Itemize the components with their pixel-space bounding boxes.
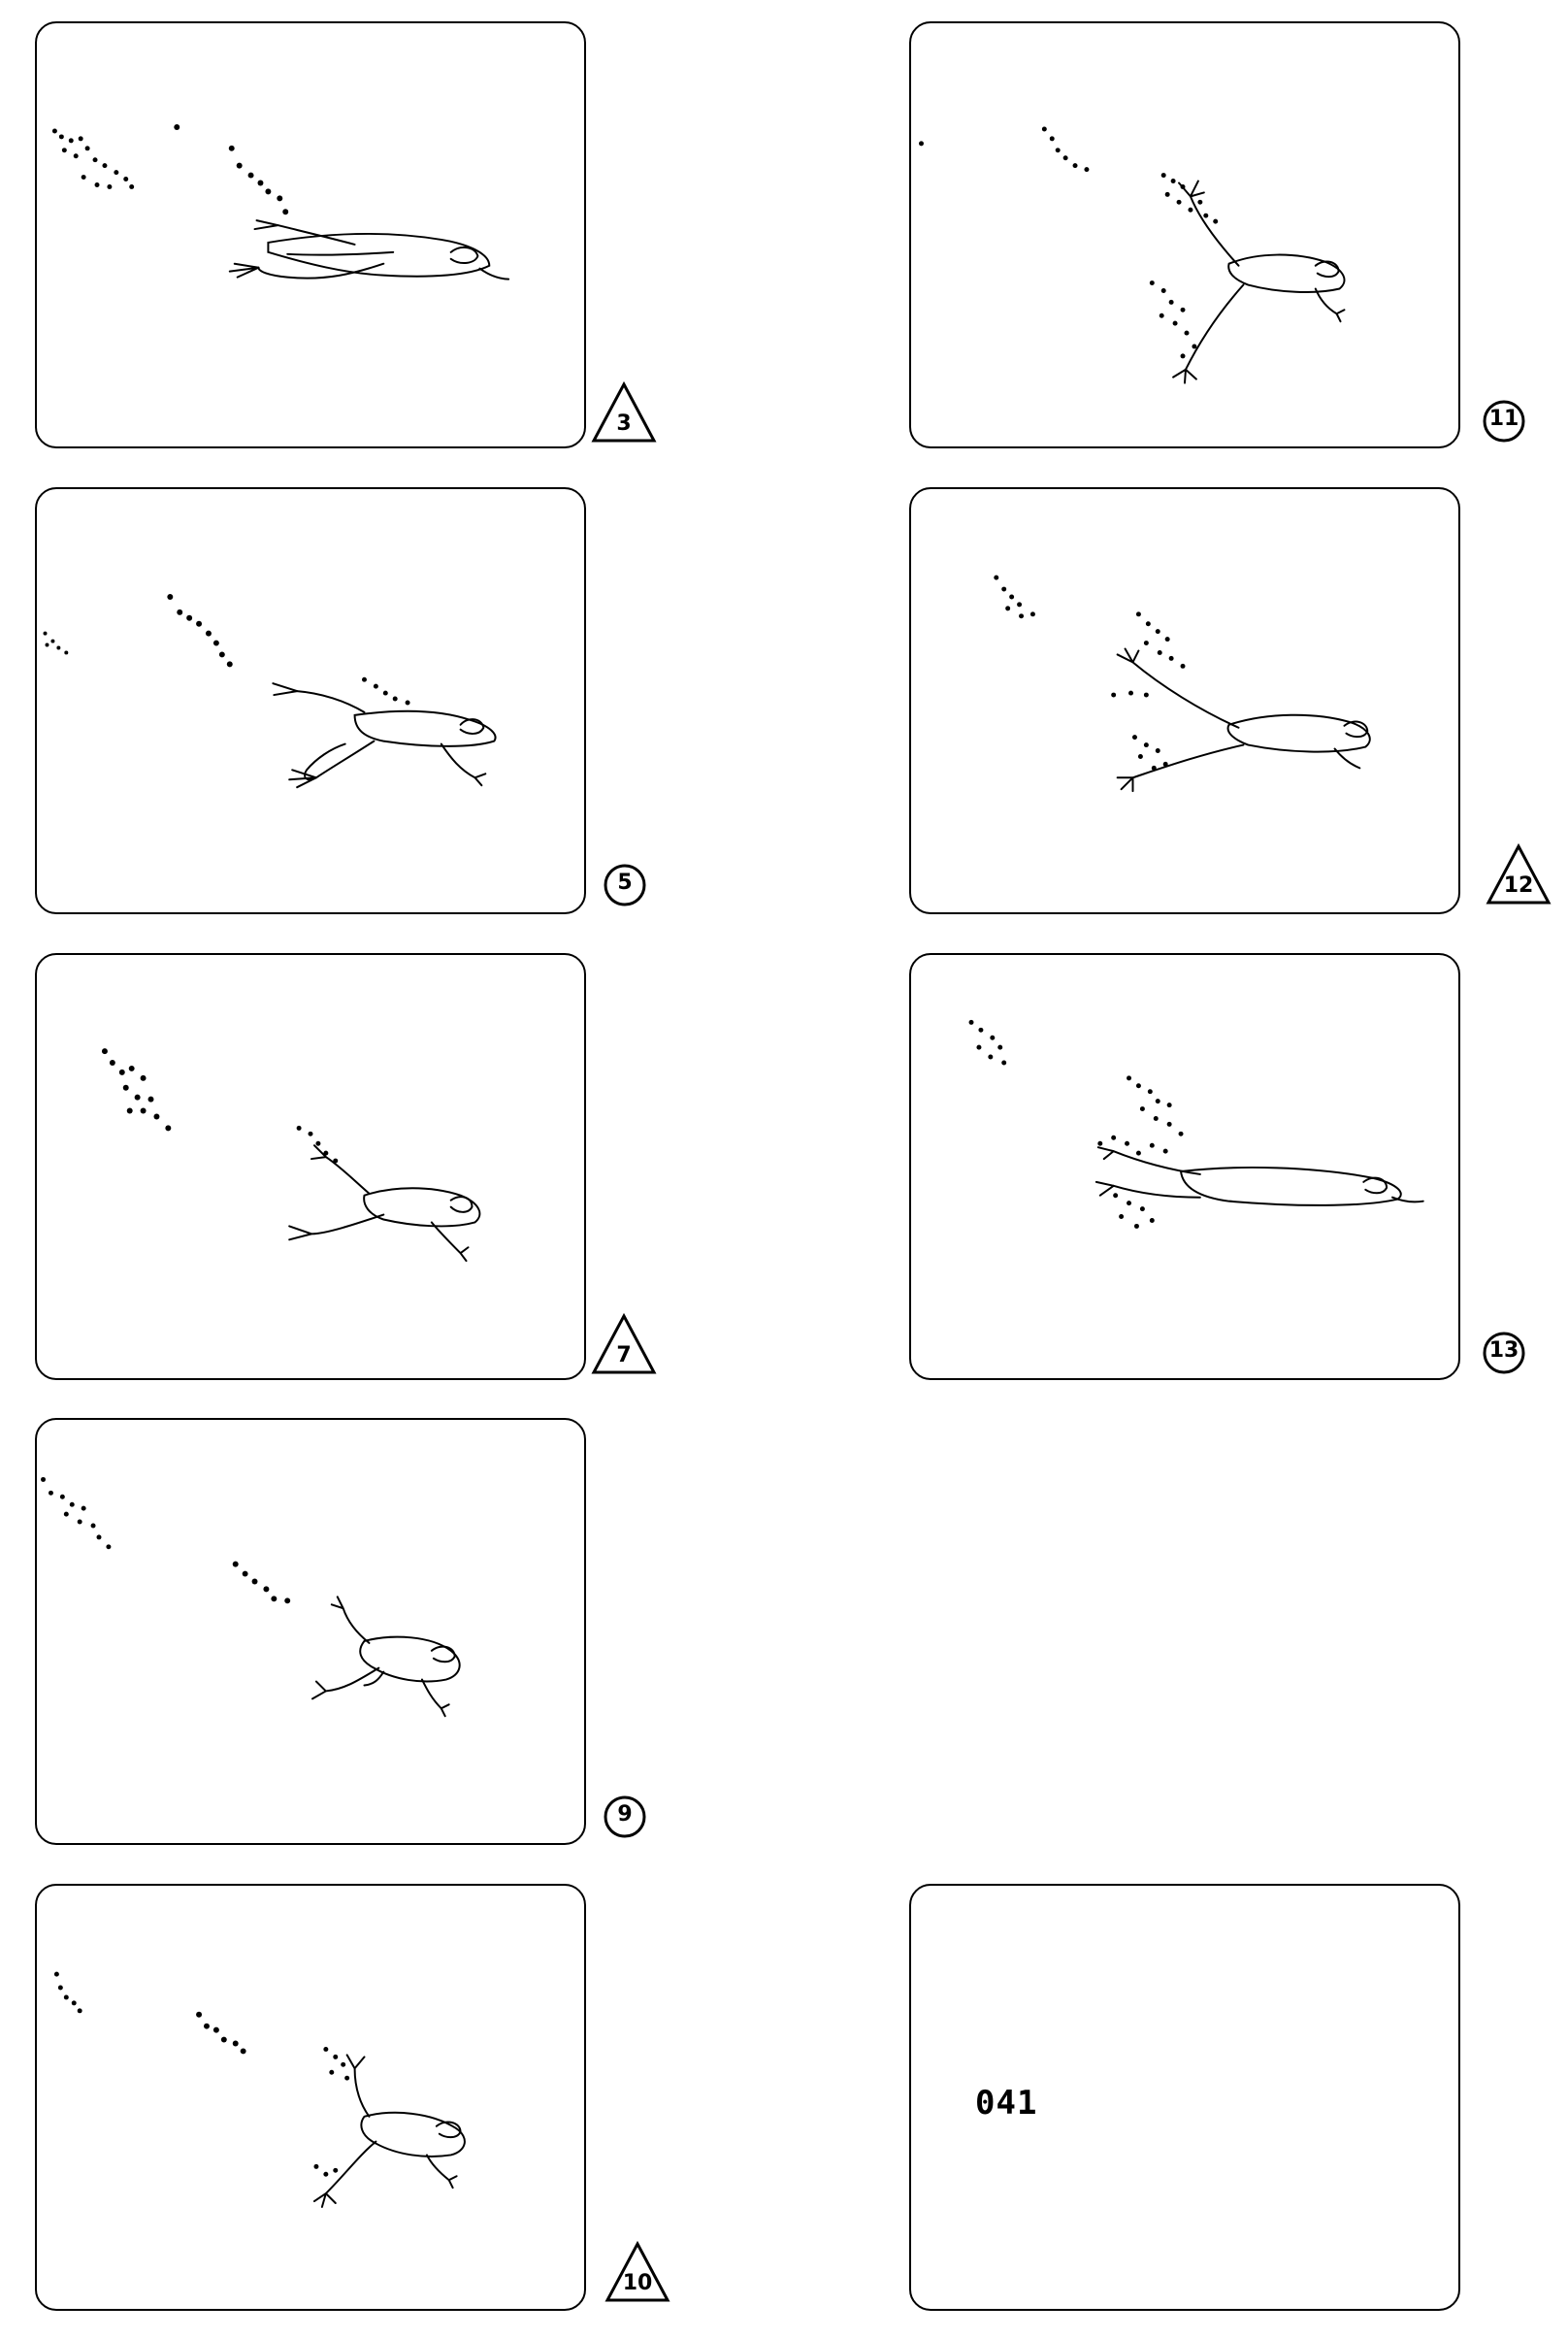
frame-3-number: 3 — [616, 412, 632, 436]
slate-number: 041 — [975, 2084, 1038, 2123]
frame-9-marker: 9 — [602, 1794, 648, 1840]
circle-marker-icon — [604, 864, 646, 906]
frame-11 — [909, 21, 1460, 448]
frame-3 — [35, 21, 586, 448]
frame-7 — [35, 953, 586, 1380]
frog-drawing — [51, 124, 510, 280]
triangle-marker-icon — [604, 2240, 670, 2302]
frame-10 — [35, 1884, 586, 2311]
slate-frame: 041 — [909, 1884, 1460, 2311]
frame-9 — [35, 1418, 586, 1845]
frog-drawing — [101, 1048, 481, 1263]
triangle-marker-icon — [591, 380, 657, 443]
frame-5-number: 5 — [617, 871, 633, 895]
frame-12 — [909, 487, 1460, 914]
frame-9-number: 9 — [617, 1802, 633, 1827]
frame-13-marker: 13 — [1481, 1330, 1527, 1376]
frog-drawing — [43, 594, 497, 789]
frog-drawing — [994, 575, 1371, 793]
frame-12-number: 12 — [1503, 873, 1534, 898]
frog-drawing — [919, 126, 1346, 384]
circle-marker-icon — [1483, 1332, 1525, 1374]
triangle-marker-icon — [591, 1312, 657, 1374]
frame-13-number: 13 — [1488, 1338, 1519, 1363]
frame-3-marker: 3 — [590, 380, 658, 445]
circle-marker-icon — [1483, 400, 1525, 443]
circle-marker-icon — [604, 1795, 646, 1838]
frame-10-marker: 10 — [604, 2240, 671, 2304]
frame-7-number: 7 — [616, 1343, 632, 1367]
triangle-marker-icon — [1486, 842, 1552, 905]
frame-5-marker: 5 — [602, 862, 648, 908]
frog-drawing — [968, 1019, 1424, 1229]
frame-12-marker: 12 — [1485, 842, 1552, 906]
frame-11-marker: 11 — [1481, 398, 1527, 445]
frame-13 — [909, 953, 1460, 1380]
frog-drawing — [53, 1971, 466, 2208]
frame-7-marker: 7 — [590, 1312, 658, 1376]
frame-5 — [35, 487, 586, 914]
frame-11-number: 11 — [1488, 407, 1519, 431]
frame-10-number: 10 — [622, 2271, 653, 2295]
frog-drawing — [41, 1476, 461, 1718]
